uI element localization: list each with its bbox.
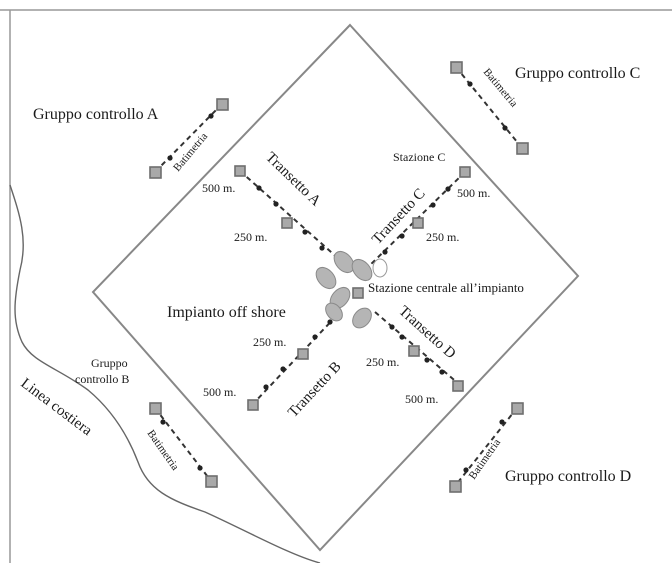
transect-a-station-500 [234, 165, 246, 177]
central-station-label: Stazione centrale all’impianto [368, 280, 524, 295]
transect-b-line [247, 311, 341, 411]
control-group-b-markers [149, 402, 218, 488]
distance-a-500: 500 m. [202, 181, 235, 195]
distance-b-500: 500 m. [203, 385, 236, 399]
distance-a-250: 250 m. [234, 230, 267, 244]
control-group-b-label-line2: controllo B [75, 372, 129, 386]
control-group-d-markers [449, 402, 524, 493]
control-group-c-label: Gruppo controllo C [515, 65, 640, 82]
transect-c-station-250 [412, 217, 424, 229]
transect-c-line [364, 166, 471, 271]
station-c-label: Stazione C [393, 150, 445, 164]
control-group-b-label-line1: Gruppo [91, 356, 128, 370]
transect-b-station-500 [247, 399, 259, 411]
bathymetry-d-label: Batimetria [467, 437, 504, 482]
central-station-marker [352, 287, 364, 299]
distance-c-250: 250 m. [426, 230, 459, 244]
plant-label: Impianto off shore [167, 304, 286, 321]
control-group-a-label: Gruppo controllo A [33, 106, 159, 123]
offshore-plant-cluster [315, 250, 388, 329]
transect-d-station-250 [408, 345, 420, 357]
control-group-c-markers [450, 61, 529, 155]
transect-c-station-500 [459, 166, 471, 178]
distance-d-500: 500 m. [405, 392, 438, 406]
coastline [9, 184, 321, 563]
transect-d-line [374, 311, 464, 392]
transect-b-station-250 [297, 348, 309, 360]
control-group-a-markers [149, 98, 229, 179]
distance-d-250: 250 m. [366, 355, 399, 369]
transect-a-label: Transetto A [262, 149, 323, 209]
transect-a-line [234, 165, 341, 261]
transect-b-label: Transetto B [285, 359, 344, 421]
distance-b-250: 250 m. [253, 335, 286, 349]
transect-a-station-250 [281, 217, 293, 229]
control-group-d-label: Gruppo controllo D [505, 468, 631, 485]
transect-d-station-500 [452, 380, 464, 392]
transect-d-label: Transetto D [395, 303, 458, 362]
monitoring-area-diamond [91, 23, 580, 552]
bathymetry-b-label: Batimetria [145, 428, 182, 473]
distance-c-500: 500 m. [457, 186, 490, 200]
